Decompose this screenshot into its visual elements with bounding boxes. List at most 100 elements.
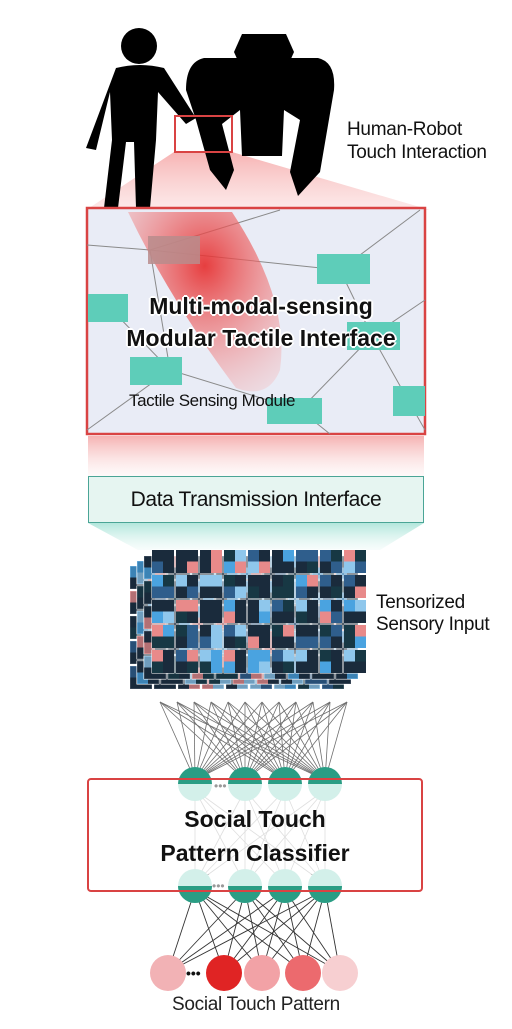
network-edge — [227, 701, 286, 781]
network-edge — [167, 889, 246, 973]
network-edge — [261, 701, 326, 781]
ellipsis: ••• — [186, 965, 201, 981]
network-edge — [167, 889, 286, 973]
network-edge — [159, 701, 326, 781]
network-edge — [194, 889, 304, 973]
network-edge — [167, 889, 326, 973]
touch-zone-box — [174, 115, 233, 153]
classifier-box — [87, 778, 423, 892]
sensing-module — [130, 357, 182, 385]
tensor-stack — [129, 549, 367, 690]
tensor-label: Tensorized Sensory Input — [376, 592, 490, 635]
network-edge — [278, 701, 286, 781]
tensor-layer — [151, 549, 367, 674]
robot-figure-icon — [186, 34, 335, 196]
tensor-cell — [223, 624, 247, 649]
tensor-cell — [343, 574, 367, 599]
zoom-cone — [86, 152, 430, 210]
tensor-cell — [319, 599, 343, 624]
network-edge — [194, 701, 297, 781]
network-edge — [194, 701, 229, 781]
tensor-cell — [343, 549, 367, 574]
tensor-fan — [88, 523, 424, 550]
sensing-module — [317, 254, 370, 284]
tensor-cell — [151, 549, 175, 574]
tensor-cell — [175, 624, 199, 649]
tensor-cell — [295, 599, 319, 624]
network-edge — [284, 701, 314, 781]
network-edge — [194, 701, 331, 781]
tensor-cell — [247, 574, 271, 599]
interaction-label: Human-Robot Touch Interaction — [347, 119, 487, 163]
tensor-cell — [151, 599, 175, 624]
tensor-cell — [319, 649, 343, 674]
neural-network: ••• ••• ••• — [89, 701, 421, 991]
tensor-cell — [175, 599, 199, 624]
sensing-module — [148, 236, 200, 264]
output-node — [244, 955, 280, 991]
network-edge — [194, 701, 263, 781]
tensor-cell — [319, 624, 343, 649]
network-edge — [210, 701, 326, 781]
network-edge — [261, 701, 286, 781]
network-edge — [244, 701, 326, 781]
tensor-cell — [247, 624, 271, 649]
network-edge — [210, 701, 286, 781]
network-edge — [159, 701, 196, 781]
network-edge — [244, 701, 314, 781]
tensor-cell — [199, 649, 223, 674]
tensor-cell — [295, 649, 319, 674]
tensor-cell — [199, 549, 223, 574]
transmission-fade — [88, 436, 424, 476]
tensor-cell — [247, 599, 271, 624]
network-edge — [223, 889, 326, 973]
tensor-cell — [319, 549, 343, 574]
network-edge — [227, 701, 326, 781]
ellipsis: ••• — [212, 879, 225, 893]
network-edge — [244, 701, 286, 781]
network-edge — [244, 889, 341, 973]
tensor-cell — [247, 549, 271, 574]
network-edge — [324, 701, 348, 781]
classifier-interior — [89, 796, 421, 874]
network-edge — [295, 701, 326, 781]
network-connections — [159, 701, 348, 781]
network-edge — [194, 889, 341, 973]
output-node — [206, 955, 242, 991]
tensor-cell — [271, 624, 295, 649]
network-edge — [194, 701, 212, 781]
tensor-cell — [319, 574, 343, 599]
network-edge — [324, 701, 331, 781]
network-edge — [194, 701, 246, 781]
network-edge — [194, 701, 280, 781]
tactile-sensing-modules — [88, 236, 425, 424]
network-edge — [278, 701, 326, 781]
ellipsis: ••• — [214, 779, 227, 793]
output-node — [150, 955, 186, 991]
network-edge — [194, 701, 314, 781]
network-edge — [312, 701, 326, 781]
tensor-cell — [175, 549, 199, 574]
network-edge — [193, 701, 326, 781]
network-edge — [284, 701, 348, 781]
output-node — [322, 955, 358, 991]
tensor-cell — [343, 649, 367, 674]
tensor-cell — [223, 574, 247, 599]
tensor-cell — [271, 574, 295, 599]
sensing-module — [347, 322, 400, 350]
sensing-module — [393, 386, 425, 416]
network-edge — [194, 701, 348, 781]
human-figure-icon — [86, 28, 196, 208]
network-edge — [244, 701, 348, 781]
network-edge — [193, 701, 246, 781]
output-node — [285, 955, 321, 991]
interface-title: Multi-modal-sensing Modular Tactile Inte… — [126, 293, 396, 351]
sensing-module — [88, 294, 128, 322]
data-transmission-interface: Data Transmission Interface — [88, 476, 424, 523]
tensor-cell — [199, 624, 223, 649]
tensor-cell — [223, 599, 247, 624]
tensor-cell — [295, 549, 319, 574]
tensor-cell — [295, 574, 319, 599]
